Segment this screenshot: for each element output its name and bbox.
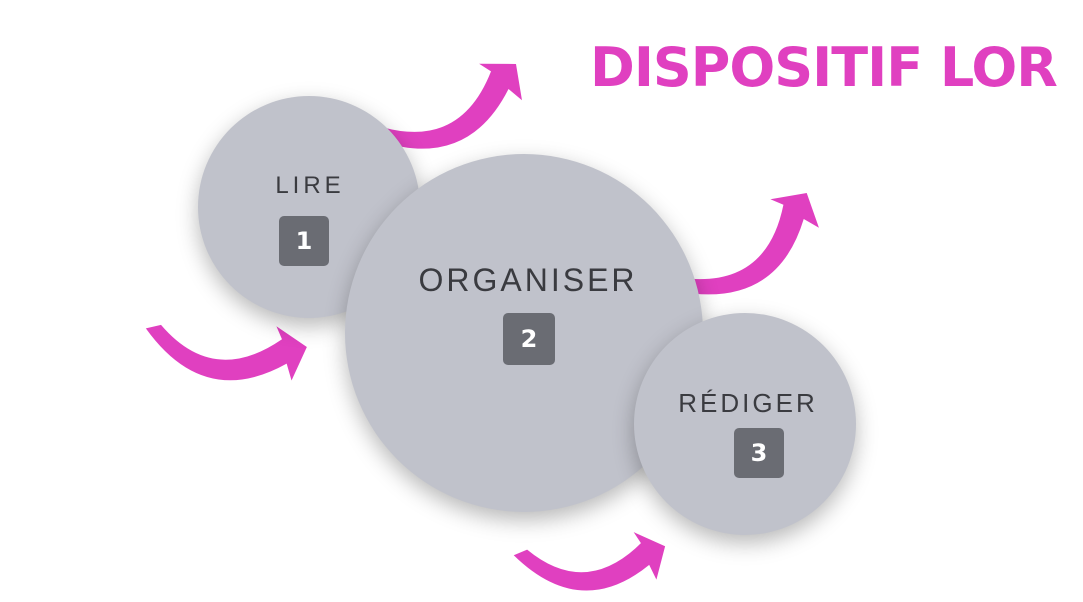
step-number-badge-1: 1 [279, 216, 329, 266]
arrow-bottom [513, 508, 675, 602]
step-label-lire: LIRE [275, 172, 345, 199]
step-label-rediger: RÉDIGER [678, 388, 818, 418]
arrow-left [145, 305, 312, 400]
step-label-organiser: ORGANISER [418, 262, 638, 298]
step-number-badge-2: 2 [503, 313, 555, 365]
page-title: DISPOSITIF LOR [590, 36, 1058, 99]
step-number-badge-3: 3 [734, 428, 784, 478]
step-circle-rediger [634, 313, 856, 535]
